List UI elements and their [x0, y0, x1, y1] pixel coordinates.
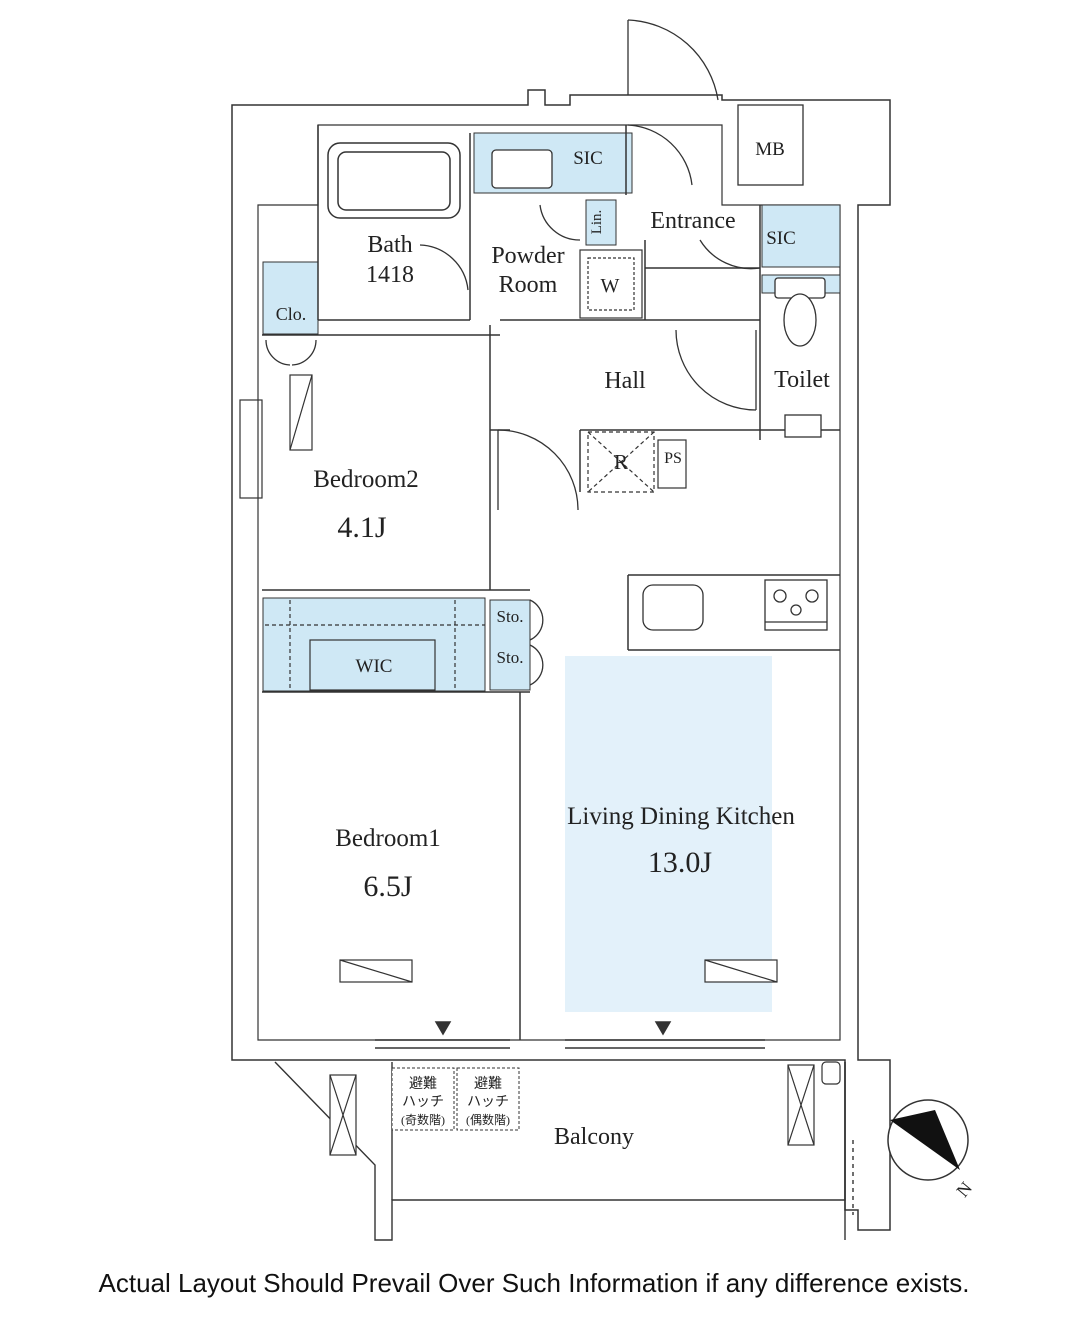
hatch-labels: 避難 ハッチ (奇数階) 避難 ハッチ (偶数階) [401, 1076, 510, 1127]
bedroom1-label: Bedroom1 [335, 825, 441, 852]
ldk-label: Living Dining Kitchen [567, 803, 795, 830]
toilet-fixture [774, 277, 826, 438]
clo-label: Clo. [276, 304, 307, 324]
balcony-windows [375, 1021, 765, 1049]
ac-units [329, 1061, 841, 1156]
lin-area [585, 199, 617, 246]
washer-pan [579, 249, 643, 319]
ps-label: PS [664, 450, 682, 467]
bedroom2-size-label: 4.1J [337, 511, 387, 544]
ldk-highlight [565, 656, 772, 1012]
refrigerator-space [587, 431, 687, 493]
room-labels: Bath 1418 Powder Room Entrance Hall Toil… [313, 208, 830, 1150]
mb-box [737, 104, 804, 186]
ldk-size-label: 13.0J [648, 846, 713, 879]
disclaimer-text: Actual Layout Should Prevail Over Such I… [98, 1268, 970, 1298]
storage-labels: SIC SIC MB Lin. W Clo. WIC Sto. Sto. R P… [276, 139, 796, 677]
vent-markers [339, 959, 778, 983]
sic-top-label: SIC [573, 148, 603, 169]
hatch-even-line1: 避難 [474, 1076, 502, 1092]
clo-area [262, 261, 319, 335]
closet-markers [239, 374, 485, 691]
hatch-odd-line2: ハッチ [402, 1095, 444, 1110]
lin-label: Lin. [589, 210, 605, 235]
bath-size-label: 1418 [366, 262, 414, 288]
toilet-label: Toilet [774, 367, 830, 393]
sic-entrance-label: SIC [766, 228, 796, 249]
powder-room-label-1: Powder [491, 243, 564, 269]
floor-plan: Bath 1418 Powder Room Entrance Hall Toil… [231, 19, 976, 1241]
partition-walls [262, 125, 840, 1040]
bedroom2-label: Bedroom2 [313, 466, 419, 493]
hatch-odd-line1: 避難 [409, 1076, 437, 1092]
sic-entrance-area [761, 204, 841, 268]
bathtub [327, 142, 461, 219]
powder-room-label-2: Room [499, 272, 558, 298]
balcony-outline [274, 1061, 854, 1241]
compass-needle [890, 1110, 960, 1170]
hatch-even-line2: ハッチ [467, 1095, 509, 1110]
doors [265, 19, 761, 686]
sto1-label: Sto. [497, 607, 524, 626]
washbasin [491, 149, 553, 189]
r-label: R [614, 450, 628, 474]
kitchen-counter [642, 579, 828, 631]
balcony-label: Balcony [554, 1124, 634, 1150]
compass [887, 1099, 969, 1181]
entrance-label: Entrance [650, 208, 735, 234]
mb-label: MB [755, 139, 785, 160]
wic-area [262, 597, 486, 692]
bath-label: Bath [367, 232, 412, 258]
hatch-even-line3: (偶数階) [466, 1112, 510, 1127]
w-label: W [601, 275, 620, 297]
evacuation-hatches [391, 1067, 520, 1131]
bedroom1-size-label: 6.5J [363, 870, 413, 903]
sto-area [489, 599, 531, 691]
sto2-label: Sto. [497, 648, 524, 667]
wic-label: WIC [356, 656, 393, 677]
hatch-odd-line3: (奇数階) [401, 1112, 445, 1127]
hall-label: Hall [604, 368, 646, 394]
compass-north-label: N [952, 1178, 976, 1201]
storage-shading [262, 132, 841, 692]
